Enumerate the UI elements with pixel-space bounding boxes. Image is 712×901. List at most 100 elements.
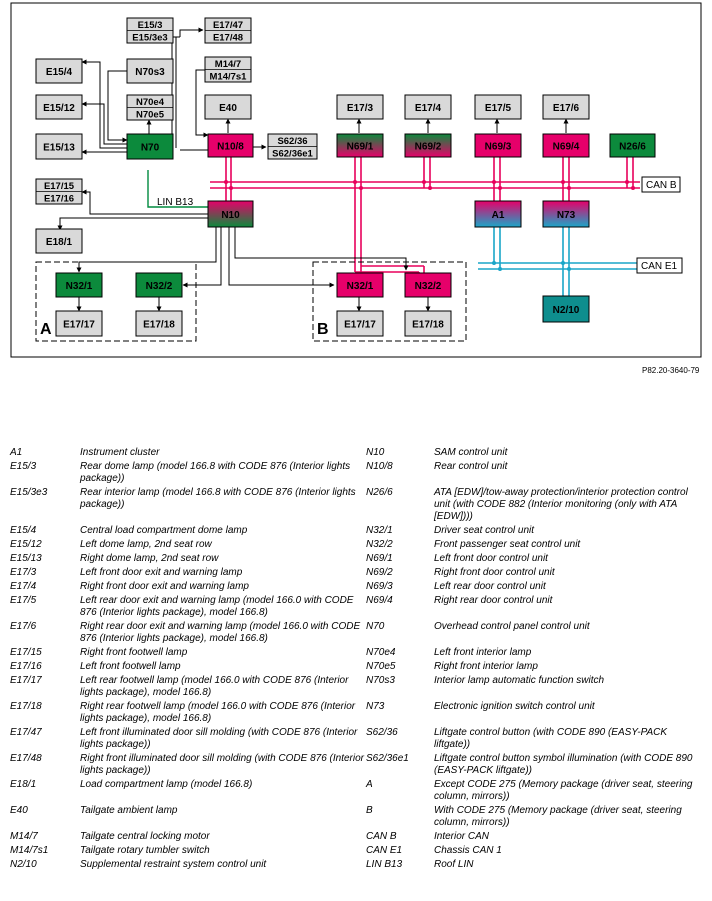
box-e17-6: E17/6 [542, 94, 590, 120]
box-rect [542, 94, 590, 120]
legend-code: N32/2 [366, 539, 393, 550]
legend-description: Tailgate ambient lamp [80, 805, 178, 816]
legend-description: Instrument cluster [80, 447, 160, 458]
box-rect [404, 310, 452, 337]
lin-b13-line [147, 170, 208, 208]
box-e15-4: E15/4 [35, 58, 83, 84]
box-rect [135, 310, 183, 337]
legend-code: N26/6 [366, 487, 393, 498]
legend-code: S62/36 [366, 727, 398, 738]
legend-code: LIN B13 [366, 859, 403, 870]
legend-code: B [366, 805, 373, 816]
can-b-bus [210, 157, 640, 273]
box-n69-4: N69/4 [542, 133, 590, 158]
legend-description: Driver seat control unit [434, 525, 535, 536]
legend-description: Rear interior lamp (model 166.8 with COD… [80, 487, 356, 510]
legend-description: Rear control unit [434, 461, 508, 472]
box-e15-12: E15/12 [35, 94, 83, 120]
box-rect [404, 94, 452, 120]
box-n32-2a: N32/2 [135, 272, 183, 298]
group-b-label: B [317, 321, 329, 338]
box-rect [135, 272, 183, 298]
legend-code: E17/4 [10, 581, 37, 592]
legend-code: E40 [10, 805, 28, 816]
legend-code: CAN B [366, 831, 397, 842]
legend-code: E17/47 [10, 727, 42, 738]
can-b-label: CAN B [646, 180, 677, 191]
can-b-tag: CAN B [641, 176, 681, 193]
legend-code: E17/48 [10, 753, 42, 764]
legend-code: E15/3 [10, 461, 37, 472]
box-label: E17/15 [44, 181, 75, 192]
box-label: E17/3 [347, 103, 374, 114]
box-label: N70e5 [136, 109, 165, 120]
box-e18-1: E18/1 [35, 228, 83, 254]
legend-description: Left front interior lamp [434, 647, 532, 658]
legend-description: SAM control unit [434, 447, 508, 458]
legend-code: N70e5 [366, 661, 396, 672]
box-label: S62/36e1 [272, 148, 313, 159]
box-n70s3: N70s3 [126, 58, 174, 84]
group-b-frame [312, 261, 467, 342]
legend-description: Front passenger seat control unit [434, 539, 581, 550]
legend-code: A [366, 779, 373, 790]
box-label: E17/16 [44, 193, 74, 204]
box-e17-18a: E17/18 [135, 310, 183, 337]
legend-description: Supplemental restraint system control un… [80, 859, 267, 870]
box-label: M14/7 [215, 59, 241, 70]
legend-code: N10/8 [366, 461, 393, 472]
box-n26-6: N26/6 [609, 133, 656, 158]
legend-code: N70s3 [366, 675, 395, 686]
legend-code: E17/16 [10, 661, 42, 672]
box-label: E17/17 [63, 320, 95, 331]
box-e17-4: E17/4 [404, 94, 452, 120]
legend-row: E17/4 Right front door exit and warning l… [10, 581, 696, 595]
box-rect [336, 272, 384, 298]
legend-description: Liftgate control button (with CODE 890 (… [434, 727, 668, 750]
diagram-frame [10, 2, 702, 358]
box-e17-17a: E17/17 [55, 310, 103, 337]
box-n73: N73 [542, 200, 590, 228]
box-label: N69/3 [485, 142, 512, 153]
box-n70: N70 [126, 133, 174, 160]
box-rect [55, 310, 103, 337]
legend-description: Right dome lamp, 2nd seat row [80, 553, 219, 564]
legend-description: Interior lamp automatic function switch [434, 675, 605, 686]
can-e1-junctions [492, 261, 571, 271]
box-label: N32/2 [415, 281, 442, 292]
can-b-junctions [224, 180, 635, 190]
box-rect [474, 94, 522, 120]
box-label: E15/3 [138, 20, 163, 31]
box-label: N70 [141, 143, 160, 154]
box-label: E15/4 [46, 67, 73, 78]
group-a-label: A [40, 321, 52, 338]
legend-description: Left rear door exit and warning lamp (mo… [80, 595, 354, 618]
legend-description: Right front door exit and warning lamp [80, 581, 249, 592]
box-n2-10: N2/10 [542, 295, 590, 323]
box-rect [336, 94, 384, 120]
box-label: N10/8 [217, 142, 244, 153]
box-label: N69/1 [347, 142, 374, 153]
legend-code: E15/4 [10, 525, 37, 536]
legend-code: N69/1 [366, 553, 393, 564]
can-e1-bus [478, 227, 638, 296]
network-topology-diagram: A B LIN B13 CAN B CAN E1 E15/3E15/3e3E17… [10, 2, 702, 358]
reference-number: P82.20-3640-79 [642, 366, 700, 375]
legend-description: Right front footwell lamp [80, 647, 188, 658]
box-n69-1: N69/1 [336, 133, 384, 158]
box-rect [35, 58, 83, 84]
box-n32-1a: N32/1 [55, 272, 103, 298]
box-e17-5: E17/5 [474, 94, 522, 120]
